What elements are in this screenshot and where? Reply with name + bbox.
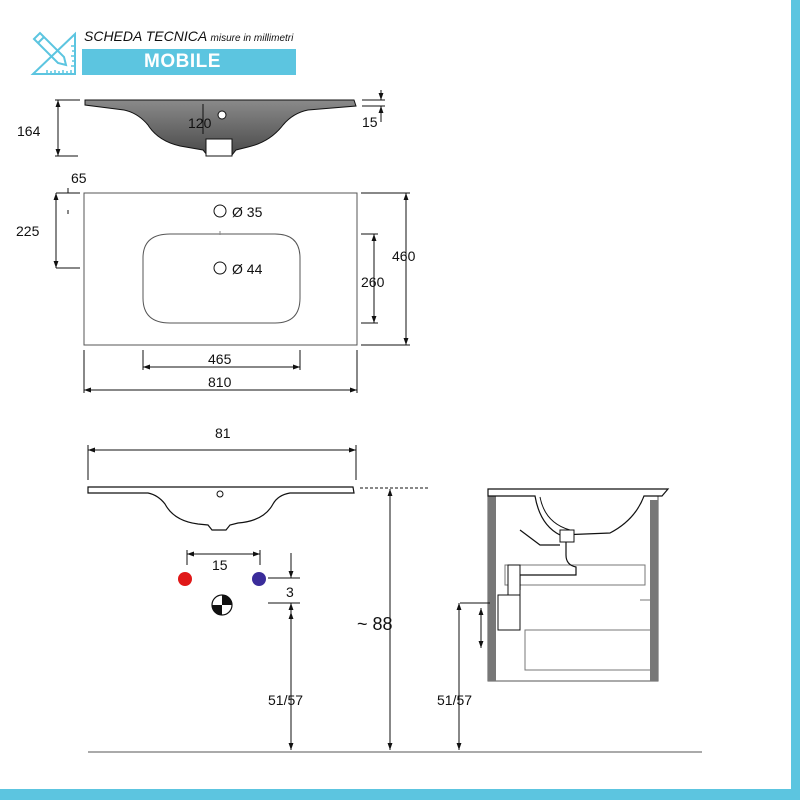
basin-side-cut (487, 488, 670, 536)
rim-to-axis-label: 65 (71, 170, 87, 186)
side-offset-label: 120 (188, 115, 212, 131)
tap-hole-diameter-label: Ø 35 (232, 204, 263, 220)
drain-hole (213, 261, 227, 275)
installation-front-view (87, 445, 702, 753)
drain-diameter-label: Ø 44 (232, 261, 263, 277)
drawer-bottom (524, 629, 654, 671)
frame-bottom-border (0, 789, 800, 800)
hot-water-supply-icon (178, 572, 192, 586)
basin-bowl-outline (142, 233, 301, 324)
drain-offset-label: 3 (286, 584, 294, 600)
front-drain-height-label: 51/57 (268, 692, 303, 708)
total-depth-label: 460 (392, 248, 416, 264)
axis-depth-label: 225 (16, 223, 40, 239)
mobile-badge: MOBILE (82, 49, 296, 75)
frame-right-border (791, 0, 800, 800)
tap-hole-marker (205, 138, 233, 157)
tap-hole (213, 204, 227, 218)
basin-front-profile (87, 486, 355, 531)
header-title: SCHEDA TECNICA misure in millimetri (84, 28, 293, 44)
header-subtitle: misure in millimetri (210, 33, 294, 44)
bowl-width-label: 465 (208, 351, 232, 367)
ruler-pencil-icon (30, 31, 78, 75)
total-height-label: ~ 88 (357, 614, 393, 634)
overflow-hole (217, 110, 227, 120)
basin-top-outline (83, 192, 358, 346)
top-view (53, 188, 410, 393)
total-width-label: 810 (208, 374, 232, 390)
front-width-label: 81 (215, 425, 231, 441)
side-drain-height-label: 51/57 (437, 692, 472, 708)
siphon-pipe (519, 535, 577, 590)
side-section-view (55, 90, 385, 157)
side-rim-label: 15 (362, 114, 378, 130)
front-overflow-hole (216, 490, 224, 498)
drawer-top (504, 564, 646, 586)
installation-side-view (456, 488, 670, 750)
bowl-depth-label: 260 (361, 274, 385, 290)
header-title-text: SCHEDA TECNICA (84, 28, 207, 44)
side-height-label: 164 (17, 123, 41, 139)
drain-center-icon (211, 594, 233, 616)
cold-water-supply-icon (252, 572, 266, 586)
supply-spacing-label: 15 (212, 557, 228, 573)
